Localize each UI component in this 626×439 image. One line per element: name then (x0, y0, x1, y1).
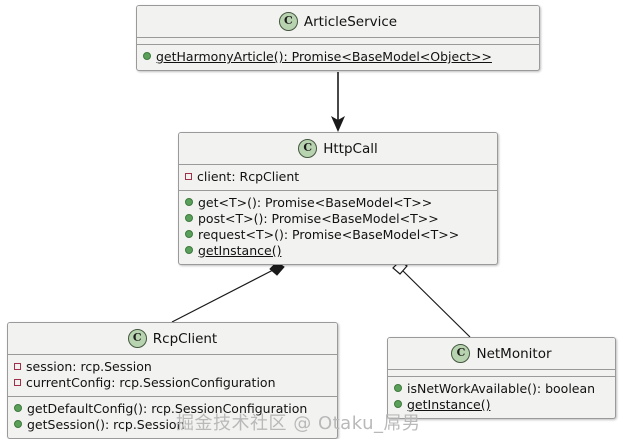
class-c-icon: C (298, 139, 318, 158)
edge-httpcall-rcpclient (171, 267, 278, 323)
divider (179, 164, 497, 165)
public-method-icon (14, 420, 22, 428)
methods-section: get<T>(): Promise<BaseModel<T>> post<T>(… (179, 191, 497, 264)
private-field-icon (14, 379, 21, 386)
arrowhead-open (331, 116, 345, 132)
class-header: C ArticleService (137, 6, 539, 37)
method-signature: isNetWorkAvailable(): boolean (407, 381, 596, 396)
method-signature: getInstance() (407, 397, 491, 412)
methods-section: isNetWorkAvailable(): boolean getInstanc… (388, 377, 615, 418)
divider (8, 396, 337, 397)
method-row[interactable]: getInstance() (185, 243, 491, 259)
method-row[interactable]: getInstance() (394, 397, 609, 413)
method-row[interactable]: getHarmonyArticle(): Promise<BaseModel<O… (143, 49, 533, 65)
class-box-rcpclient[interactable]: C RcpClient session: rcp.Session current… (7, 322, 338, 439)
method-signature: getInstance() (198, 243, 282, 258)
method-row[interactable]: getDefaultConfig(): rcp.SessionConfigura… (14, 401, 331, 417)
field-row[interactable]: currentConfig: rcp.SessionConfiguration (14, 375, 331, 391)
class-box-httpcall[interactable]: C HttpCall client: RcpClient get<T>(): P… (178, 132, 498, 265)
method-signature: get<T>(): Promise<BaseModel<T>> (198, 195, 433, 210)
methods-section: getHarmonyArticle(): Promise<BaseModel<O… (137, 45, 539, 70)
fields-section: client: RcpClient (179, 165, 497, 190)
class-name: NetMonitor (476, 345, 552, 362)
method-signature: getSession(): rcp.Session (27, 417, 185, 432)
public-method-icon (143, 52, 151, 60)
method-signature: post<T>(): Promise<BaseModel<T>> (198, 211, 439, 226)
class-c-icon: C (278, 12, 298, 31)
divider (388, 369, 615, 370)
method-signature: request<T>(): Promise<BaseModel<T>> (198, 227, 460, 242)
private-field-icon (14, 363, 21, 370)
private-field-icon (185, 173, 192, 180)
methods-section: getDefaultConfig(): rcp.SessionConfigura… (8, 397, 337, 438)
class-box-netmonitor[interactable]: C NetMonitor isNetWorkAvailable(): boole… (387, 337, 616, 419)
divider (137, 37, 539, 38)
public-method-icon (394, 400, 402, 408)
public-method-icon (185, 214, 193, 222)
class-c-icon: C (127, 329, 147, 348)
class-c-icon: C (451, 344, 471, 363)
class-header: C HttpCall (179, 133, 497, 164)
public-method-icon (185, 198, 193, 206)
class-box-articleservice[interactable]: C ArticleService getHarmonyArticle(): Pr… (136, 5, 540, 71)
class-name: RcpClient (152, 330, 218, 347)
watermark-text: 掘金技术社区 @ Otaku_屌男 (176, 413, 421, 434)
public-method-icon (185, 246, 193, 254)
public-method-icon (394, 384, 402, 392)
edge-httpcall-netmonitor (399, 267, 471, 338)
class-header: C NetMonitor (388, 338, 615, 369)
method-signature: getHarmonyArticle(): Promise<BaseModel<O… (156, 49, 492, 64)
method-row[interactable]: get<T>(): Promise<BaseModel<T>> (185, 195, 491, 211)
method-signature: getDefaultConfig(): rcp.SessionConfigura… (27, 401, 308, 416)
fields-section: session: rcp.Session currentConfig: rcp.… (8, 355, 337, 396)
public-method-icon (14, 404, 22, 412)
divider (8, 354, 337, 355)
method-row[interactable]: request<T>(): Promise<BaseModel<T>> (185, 227, 491, 243)
public-method-icon (185, 230, 193, 238)
field-row[interactable]: session: rcp.Session (14, 359, 331, 375)
divider (388, 376, 615, 377)
class-header: C RcpClient (8, 323, 337, 354)
class-name: HttpCall (323, 140, 378, 157)
method-row[interactable]: post<T>(): Promise<BaseModel<T>> (185, 211, 491, 227)
class-name: ArticleService (303, 13, 398, 30)
method-row[interactable]: getSession(): rcp.Session (14, 417, 331, 433)
field-signature: client: RcpClient (197, 169, 300, 184)
field-signature: session: rcp.Session (26, 359, 152, 374)
divider (179, 190, 497, 191)
field-row[interactable]: client: RcpClient (185, 169, 491, 185)
method-row[interactable]: isNetWorkAvailable(): boolean (394, 381, 609, 397)
divider (137, 44, 539, 45)
field-signature: currentConfig: rcp.SessionConfiguration (26, 375, 276, 390)
